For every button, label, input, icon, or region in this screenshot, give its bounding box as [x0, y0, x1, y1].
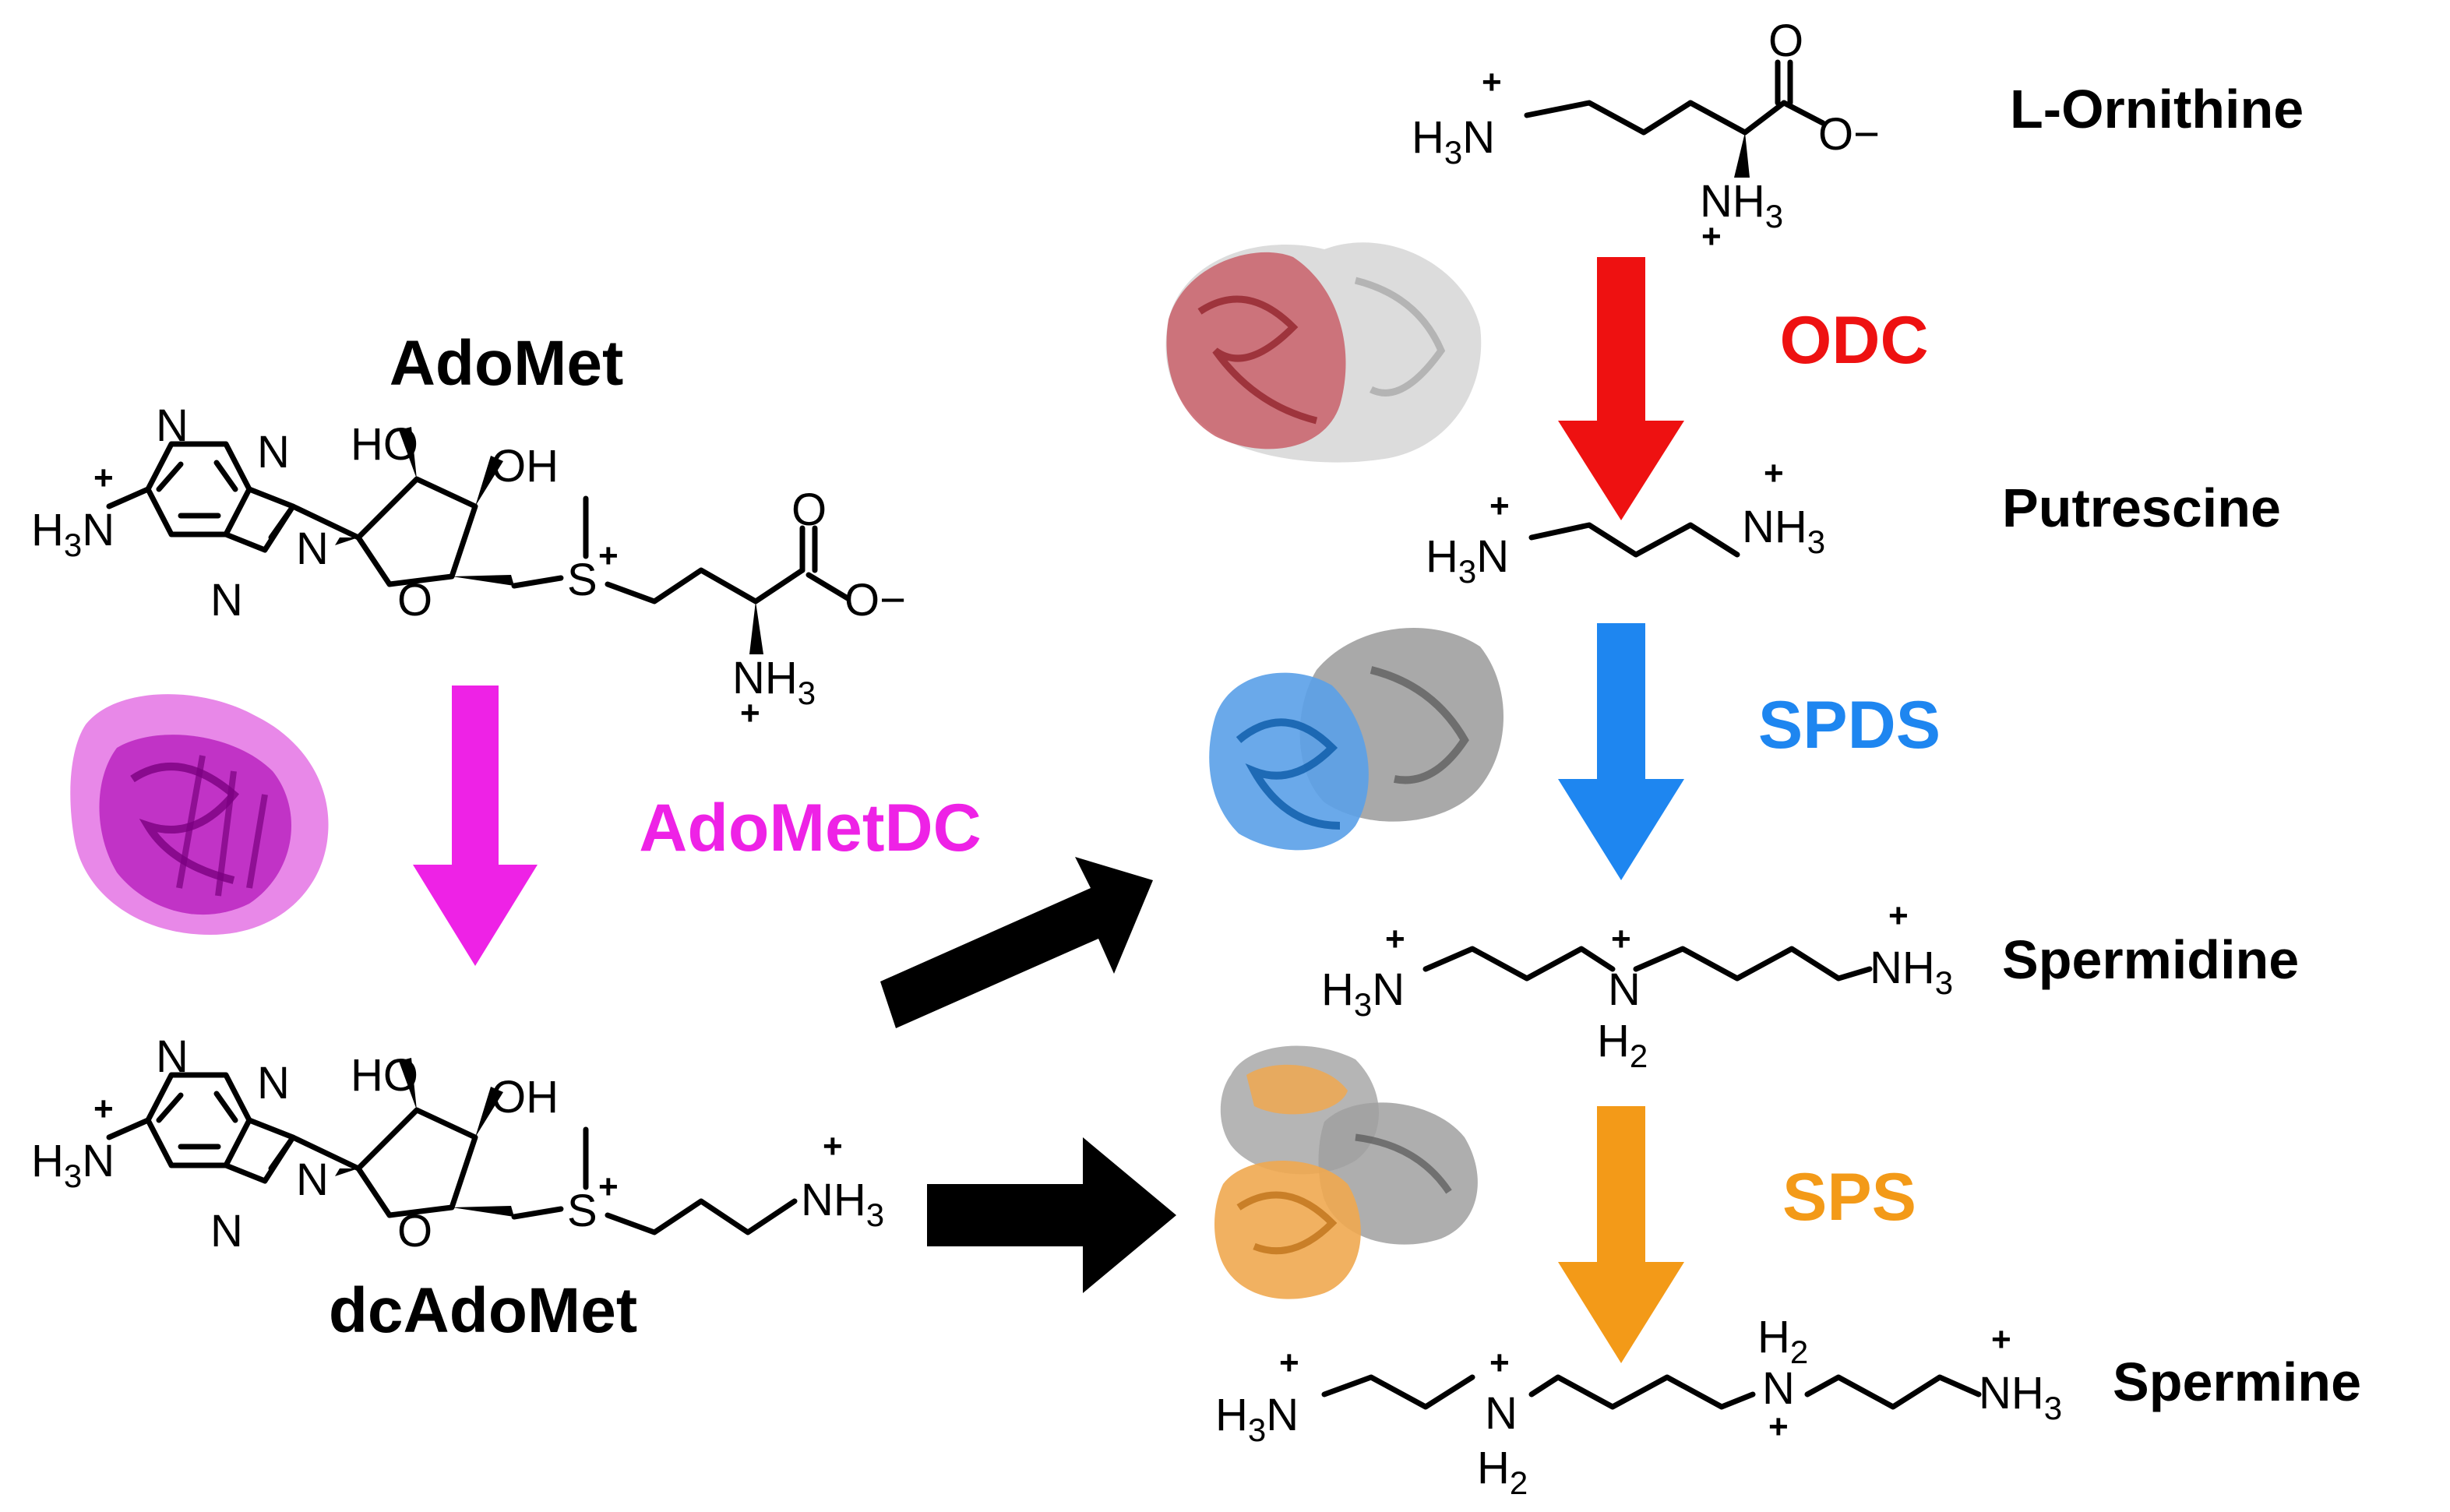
adomet-alpha-charge: + — [740, 694, 760, 732]
ornithine-carboxylate-O: O− — [1818, 109, 1880, 160]
ornithine-alpha-NH3: NH3 — [1700, 176, 1783, 234]
putrescine-NH3: NH3 — [1742, 502, 1825, 560]
spermidine-central-N: N — [1608, 964, 1641, 1015]
adomet-ring-N3: N — [257, 427, 290, 478]
spermidine-central-H2: H2 — [1597, 1016, 1648, 1074]
ornithine-structure: H3N + O O− NH3 + — [1412, 16, 1880, 256]
spds-enzyme-label: SPDS — [1758, 688, 1941, 763]
adomet-sulfonium-S: S — [567, 555, 598, 605]
adomet-carbonyl-O: O — [791, 485, 827, 535]
adomet-label: AdoMet — [390, 328, 624, 399]
dcadomet-structure: H3N + N N N N O HO OH S + NH3 + — [31, 1031, 884, 1256]
spds-protein-structure — [1209, 628, 1503, 851]
putrescine-H3N-charge: + — [1489, 487, 1510, 525]
dcadomet-ring-N7: N — [210, 1206, 243, 1256]
spermidine-label: Spermidine — [2002, 929, 2299, 990]
spermidine-NH3: NH3 — [1870, 943, 1953, 1001]
spermine-left-charge: + — [1489, 1344, 1510, 1382]
dcadomet-amine-charge: + — [93, 1090, 114, 1128]
spermine-structure: H3N + N + H2 H2 N + NH3 + — [1215, 1312, 2062, 1501]
dcadomet-OH: OH — [491, 1072, 559, 1123]
spermine-left-H2: H2 — [1477, 1443, 1528, 1501]
dcadomet-sulfonium-charge: + — [598, 1168, 619, 1206]
spermidine-structure: H3N + N + H2 NH3 + — [1321, 897, 1953, 1074]
adomet-alpha-NH3: NH3 — [732, 653, 816, 711]
odc-enzyme-label: ODC — [1779, 303, 1928, 378]
dcadomet-terminal-NH3: NH3 — [801, 1175, 884, 1233]
odc-arrow — [1558, 257, 1684, 520]
spermine-NH3-charge: + — [1991, 1320, 2011, 1359]
adomet-sulfonium-charge: + — [598, 537, 619, 575]
adomet-OH: OH — [491, 441, 559, 492]
ornithine-H3N: H3N — [1412, 112, 1495, 171]
ornithine-carbonyl-O: O — [1768, 16, 1803, 66]
adometdc-protein-structure — [70, 694, 329, 935]
aminopropyl-flow-arrow-lower — [927, 1137, 1176, 1293]
spermidine-NH3-charge: + — [1888, 897, 1909, 935]
ornithine-alpha-charge: + — [1701, 217, 1722, 256]
dcadomet-label: dcAdoMet — [329, 1275, 637, 1346]
spermine-label: Spermine — [2113, 1352, 2361, 1412]
putrescine-H3N: H3N — [1426, 531, 1509, 590]
dcadomet-sulfonium-S: S — [567, 1186, 598, 1236]
adomet-ring-N7: N — [210, 575, 243, 626]
putrescine-structure: H3N + NH3 + — [1426, 454, 1825, 590]
adomet-ring-N1: N — [156, 400, 189, 451]
sps-arrow — [1558, 1106, 1684, 1363]
putrescine-NH3-charge: + — [1764, 454, 1784, 492]
adomet-ribose-O: O — [397, 575, 432, 626]
adometdc-enzyme-label: AdoMetDC — [639, 791, 982, 865]
dcadomet-HO: HO — [351, 1050, 418, 1101]
spermidine-H3N-charge: + — [1385, 920, 1405, 958]
ornithine-H3N-charge: + — [1482, 63, 1502, 101]
adomet-amine-H3N: H3N — [31, 505, 115, 563]
spermidine-central-charge: + — [1611, 920, 1631, 958]
spermine-H3N: H3N — [1215, 1390, 1299, 1448]
dcadomet-ring-N9: N — [296, 1154, 329, 1205]
adomet-amine-charge: + — [93, 459, 114, 497]
aminopropyl-flow-arrow-upper — [880, 857, 1153, 1028]
adomet-carboxylate-O: O− — [844, 575, 906, 626]
spermidine-H3N: H3N — [1321, 964, 1405, 1023]
dcadomet-ribose-O: O — [397, 1206, 432, 1256]
dcadomet-ring-N3: N — [257, 1058, 290, 1108]
adomet-ring-N9: N — [296, 523, 329, 574]
adomet-HO: HO — [351, 419, 418, 470]
adometdc-arrow — [413, 686, 538, 966]
adomet-structure: H3N + N N N N O HO OH S + O O− NH3 + — [31, 400, 906, 732]
spermine-right-N: N — [1762, 1363, 1795, 1414]
sps-enzyme-label: SPS — [1782, 1160, 1916, 1235]
spermine-left-N: N — [1485, 1388, 1518, 1439]
sps-protein-structure — [1214, 1045, 1478, 1299]
putrescine-label: Putrescine — [2002, 478, 2281, 538]
dcadomet-ring-N1: N — [156, 1031, 189, 1082]
dcadomet-terminal-charge: + — [823, 1127, 843, 1165]
spermine-H3N-charge: + — [1279, 1344, 1299, 1382]
spermine-right-H2: H2 — [1757, 1312, 1808, 1370]
dcadomet-amine-H3N: H3N — [31, 1136, 115, 1194]
spds-arrow — [1558, 623, 1684, 880]
spermine-NH3: NH3 — [1979, 1368, 2062, 1426]
spermine-right-charge: + — [1768, 1408, 1789, 1446]
odc-protein-structure — [1165, 242, 1482, 463]
ornithine-label: L-Ornithine — [2010, 79, 2304, 139]
